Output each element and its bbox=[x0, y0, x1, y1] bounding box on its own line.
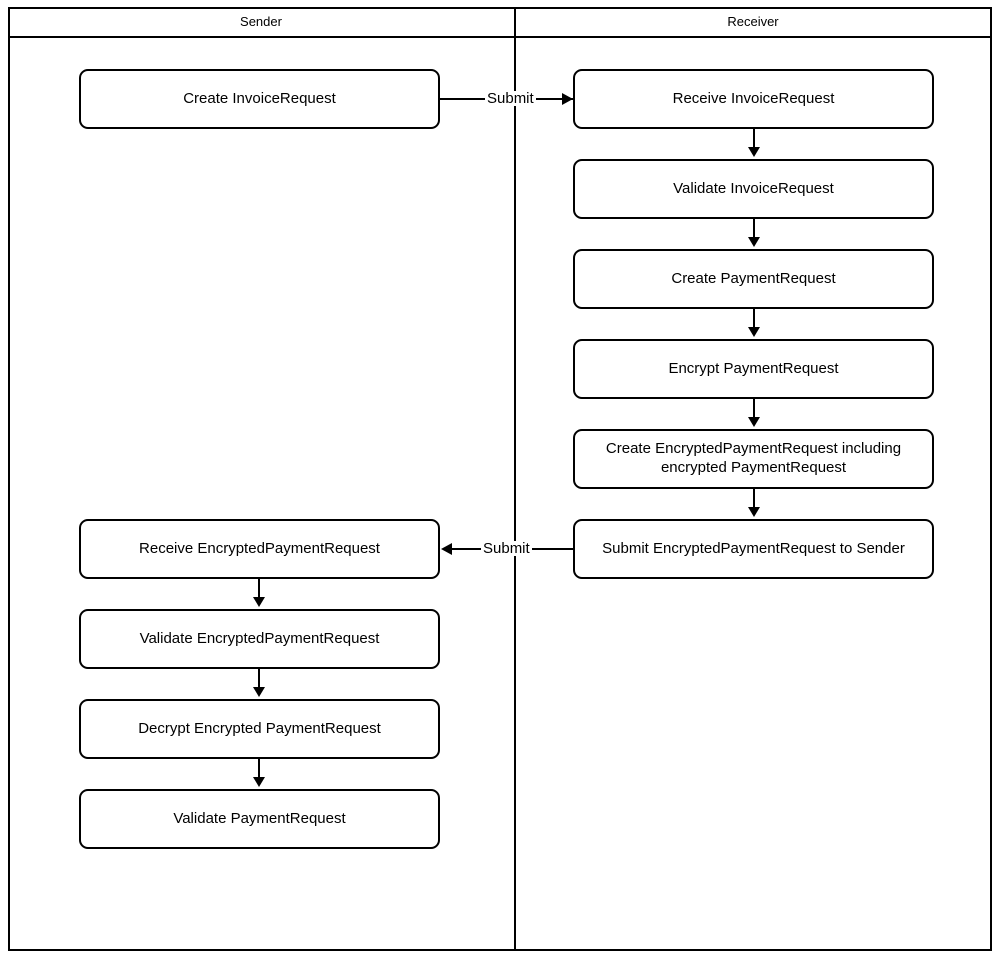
task-label: Receive EncryptedPaymentRequest bbox=[139, 539, 380, 557]
connector-n10-n11-arrowhead bbox=[253, 777, 265, 787]
task-create-paymentrequest[interactable]: Create PaymentRequest bbox=[573, 249, 934, 309]
task-label: Validate InvoiceRequest bbox=[673, 179, 834, 197]
connector-n4-n5-line bbox=[753, 309, 755, 332]
task-label: Validate EncryptedPaymentRequest bbox=[139, 629, 380, 647]
task-receive-encryptedpaymentrequest[interactable]: Receive EncryptedPaymentRequest bbox=[79, 519, 440, 579]
connector-n1-n2-label: Submit bbox=[485, 90, 536, 107]
task-submit-encryptedpaymentrequest-to-sender[interactable]: Submit EncryptedPaymentRequest to Sender bbox=[573, 519, 934, 579]
task-label: Create PaymentRequest bbox=[671, 269, 836, 287]
task-encrypt-paymentrequest[interactable]: Encrypt PaymentRequest bbox=[573, 339, 934, 399]
task-label: Decrypt Encrypted PaymentRequest bbox=[138, 719, 381, 737]
task-validate-paymentrequest[interactable]: Validate PaymentRequest bbox=[79, 789, 440, 849]
lane-label-receiver: Receiver bbox=[727, 14, 779, 29]
task-label: Receive InvoiceRequest bbox=[672, 89, 835, 107]
connector-n6-n7-arrowhead bbox=[748, 507, 760, 517]
connector-n9-n10-arrowhead bbox=[253, 687, 265, 697]
task-label: Validate PaymentRequest bbox=[173, 809, 346, 827]
connector-n3-n4-arrowhead bbox=[748, 237, 760, 247]
task-validate-invoicerequest[interactable]: Validate InvoiceRequest bbox=[573, 159, 934, 219]
connector-n8-n9-arrowhead bbox=[253, 597, 265, 607]
task-decrypt-encrypted-paymentrequest[interactable]: Decrypt Encrypted PaymentRequest bbox=[79, 699, 440, 759]
lane-label-sender: Sender bbox=[240, 14, 282, 29]
lane-divider bbox=[514, 7, 516, 951]
connector-n8-n9-line bbox=[258, 579, 260, 602]
connector-n3-n4-line bbox=[753, 219, 755, 242]
connector-n2-n3-arrowhead bbox=[748, 147, 760, 157]
lane-header-row: Sender Receiver bbox=[8, 7, 992, 38]
lane-header-sender: Sender bbox=[8, 7, 514, 36]
task-label: Submit EncryptedPaymentRequest to Sender bbox=[602, 539, 905, 557]
task-receive-invoicerequest[interactable]: Receive InvoiceRequest bbox=[573, 69, 934, 129]
task-label: Encrypt PaymentRequest bbox=[668, 359, 839, 377]
connector-n6-n7-line bbox=[753, 489, 755, 512]
connector-n7-n8-label: Submit bbox=[481, 540, 532, 557]
task-create-invoicerequest[interactable]: Create InvoiceRequest bbox=[79, 69, 440, 129]
task-create-encryptedpaymentrequest[interactable]: Create EncryptedPaymentRequest including… bbox=[573, 429, 934, 489]
connector-n4-n5-arrowhead bbox=[748, 327, 760, 337]
connector-n2-n3-line bbox=[753, 129, 755, 152]
lane-header-receiver: Receiver bbox=[514, 7, 992, 36]
connector-n9-n10-line bbox=[258, 669, 260, 692]
task-validate-encryptedpaymentrequest[interactable]: Validate EncryptedPaymentRequest bbox=[79, 609, 440, 669]
task-label: Create EncryptedPaymentRequest including… bbox=[605, 440, 902, 476]
connector-n1-n2-arrowhead bbox=[562, 93, 573, 105]
connector-n5-n6-arrowhead bbox=[748, 417, 760, 427]
connector-n7-n8-arrowhead bbox=[441, 543, 452, 555]
task-label: Create InvoiceRequest bbox=[183, 89, 336, 107]
connector-n10-n11-line bbox=[258, 759, 260, 782]
connector-n5-n6-line bbox=[753, 399, 755, 422]
